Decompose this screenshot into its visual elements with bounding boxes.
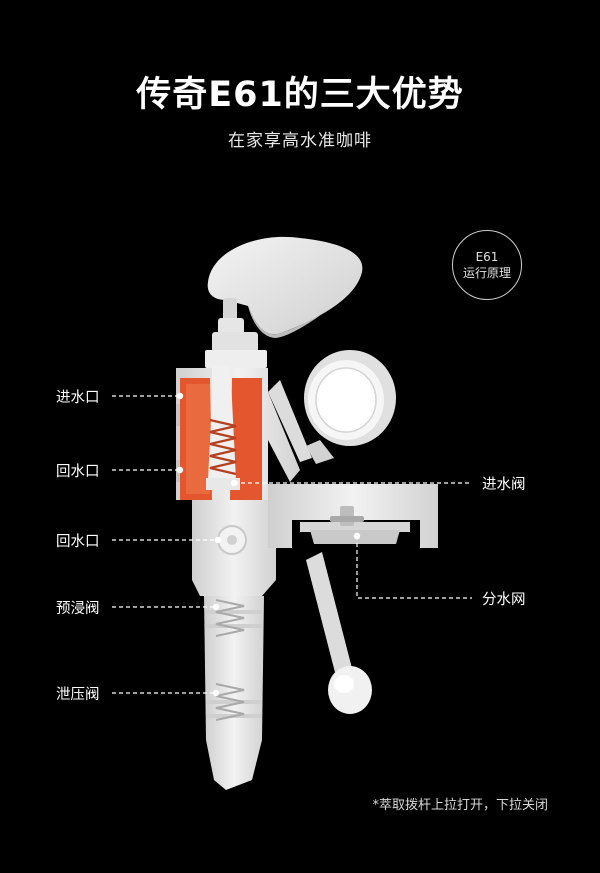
operating-lever [306,552,372,714]
callout-inlet-valve: 进水阀 [482,477,526,493]
dispersion-arm [268,484,438,548]
badge-caption: 运行原理 [462,266,511,280]
lever-usage-footnote: *萃取拨杆上拉打开，下拉关闭 [372,798,548,813]
leader-lines [112,395,472,694]
badge-model: E61 [475,250,499,264]
callout-pre-infusion-valve: 预浸阀 [56,601,100,617]
leader-dots [176,392,361,697]
callout-dispersion-screen: 分水网 [482,592,526,608]
water-chamber-cutaway [180,366,262,500]
leader-dispersion [356,536,472,599]
lever-handle [207,236,363,338]
return-ball-valve [217,525,247,555]
upper-stem [205,332,267,368]
pressure-gauge [304,350,396,464]
callout-inlet-water: 进水口 [56,390,100,406]
page-subtitle: 在家享高水准咖啡 [228,131,372,151]
callout-pressure-release-valve: 泄压阀 [56,687,100,703]
operating-principle-badge: E61 运行原理 [452,230,522,300]
callout-return-water-1: 回水口 [56,464,100,480]
callout-return-water-2: 回水口 [56,534,100,550]
page-title: 传奇E61的三大优势 [136,75,464,115]
